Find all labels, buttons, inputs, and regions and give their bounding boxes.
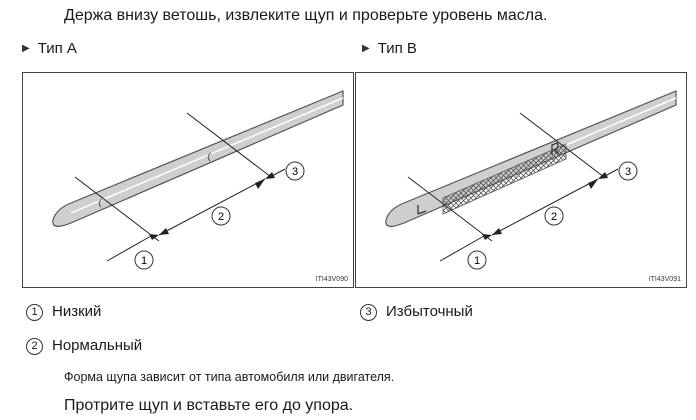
callout-1-circle <box>467 250 487 270</box>
legend-text: Низкий <box>52 303 102 320</box>
low-level-line <box>407 176 493 242</box>
callout-number: 2 <box>26 338 43 355</box>
type-a-heading: ▶ Тип A <box>22 40 77 57</box>
triangle-bullet-icon: ▶ <box>22 43 30 54</box>
dipstick-icon <box>385 90 677 227</box>
dipstick-type-b-illustration: 1 2 3 <box>385 90 677 270</box>
legend-item-normal: 2 Нормальный <box>26 337 142 355</box>
callout-1-text: 1 <box>141 255 147 267</box>
low-mark <box>98 198 103 208</box>
crosshatch-zone <box>442 143 567 215</box>
callout-3-circle <box>285 161 305 181</box>
type-a-label: Тип A <box>37 40 77 57</box>
high-letter-mark <box>551 142 560 155</box>
intro-text: Держа внизу ветошь, извлеките щуп и пров… <box>64 7 548 24</box>
closing-text: Протрите щуп и вставьте его до упора. <box>64 397 354 414</box>
dipstick-type-a-illustration: 1 2 3 <box>52 90 344 270</box>
triangle-bullet-icon: ▶ <box>362 43 370 54</box>
legend-text: Избыточный <box>386 303 473 320</box>
callout-number: 1 <box>26 304 43 321</box>
high-level-line <box>519 112 605 178</box>
callout-1-circle <box>134 250 154 270</box>
callout-number: 3 <box>360 304 377 321</box>
type-b-heading: ▶ Тип B <box>362 40 417 57</box>
figure-type-b: 1 2 3 ITI43V091 <box>355 72 687 288</box>
full-mark <box>207 152 212 162</box>
callout-3-text: 3 <box>292 166 298 178</box>
type-b-label: Тип B <box>377 40 417 57</box>
figure-code: ITI43V090 <box>315 276 348 283</box>
low-letter-mark <box>417 205 427 215</box>
legend-text: Нормальный <box>52 337 143 354</box>
callout-1-text: 1 <box>474 255 480 267</box>
callout-2-circle <box>544 206 564 226</box>
callout-2-text: 2 <box>218 211 224 223</box>
normal-range-arrow <box>158 178 266 236</box>
high-level-line <box>186 112 272 178</box>
figure-code: ITI43V091 <box>648 276 681 283</box>
figure-type-a: 1 2 3 ITI43V090 <box>22 72 354 288</box>
callout-2-circle <box>211 206 231 226</box>
legend-item-low: 1 Низкий <box>26 303 101 321</box>
callout-3-circle <box>618 161 638 181</box>
note-text: Форма щупа зависит от типа автомобиля ил… <box>64 370 395 384</box>
callout-2-text: 2 <box>551 211 557 223</box>
callout-3-text: 3 <box>625 166 631 178</box>
normal-range-arrow <box>491 178 599 236</box>
low-level-line <box>74 176 160 242</box>
legend-item-excess: 3 Избыточный <box>360 303 473 321</box>
